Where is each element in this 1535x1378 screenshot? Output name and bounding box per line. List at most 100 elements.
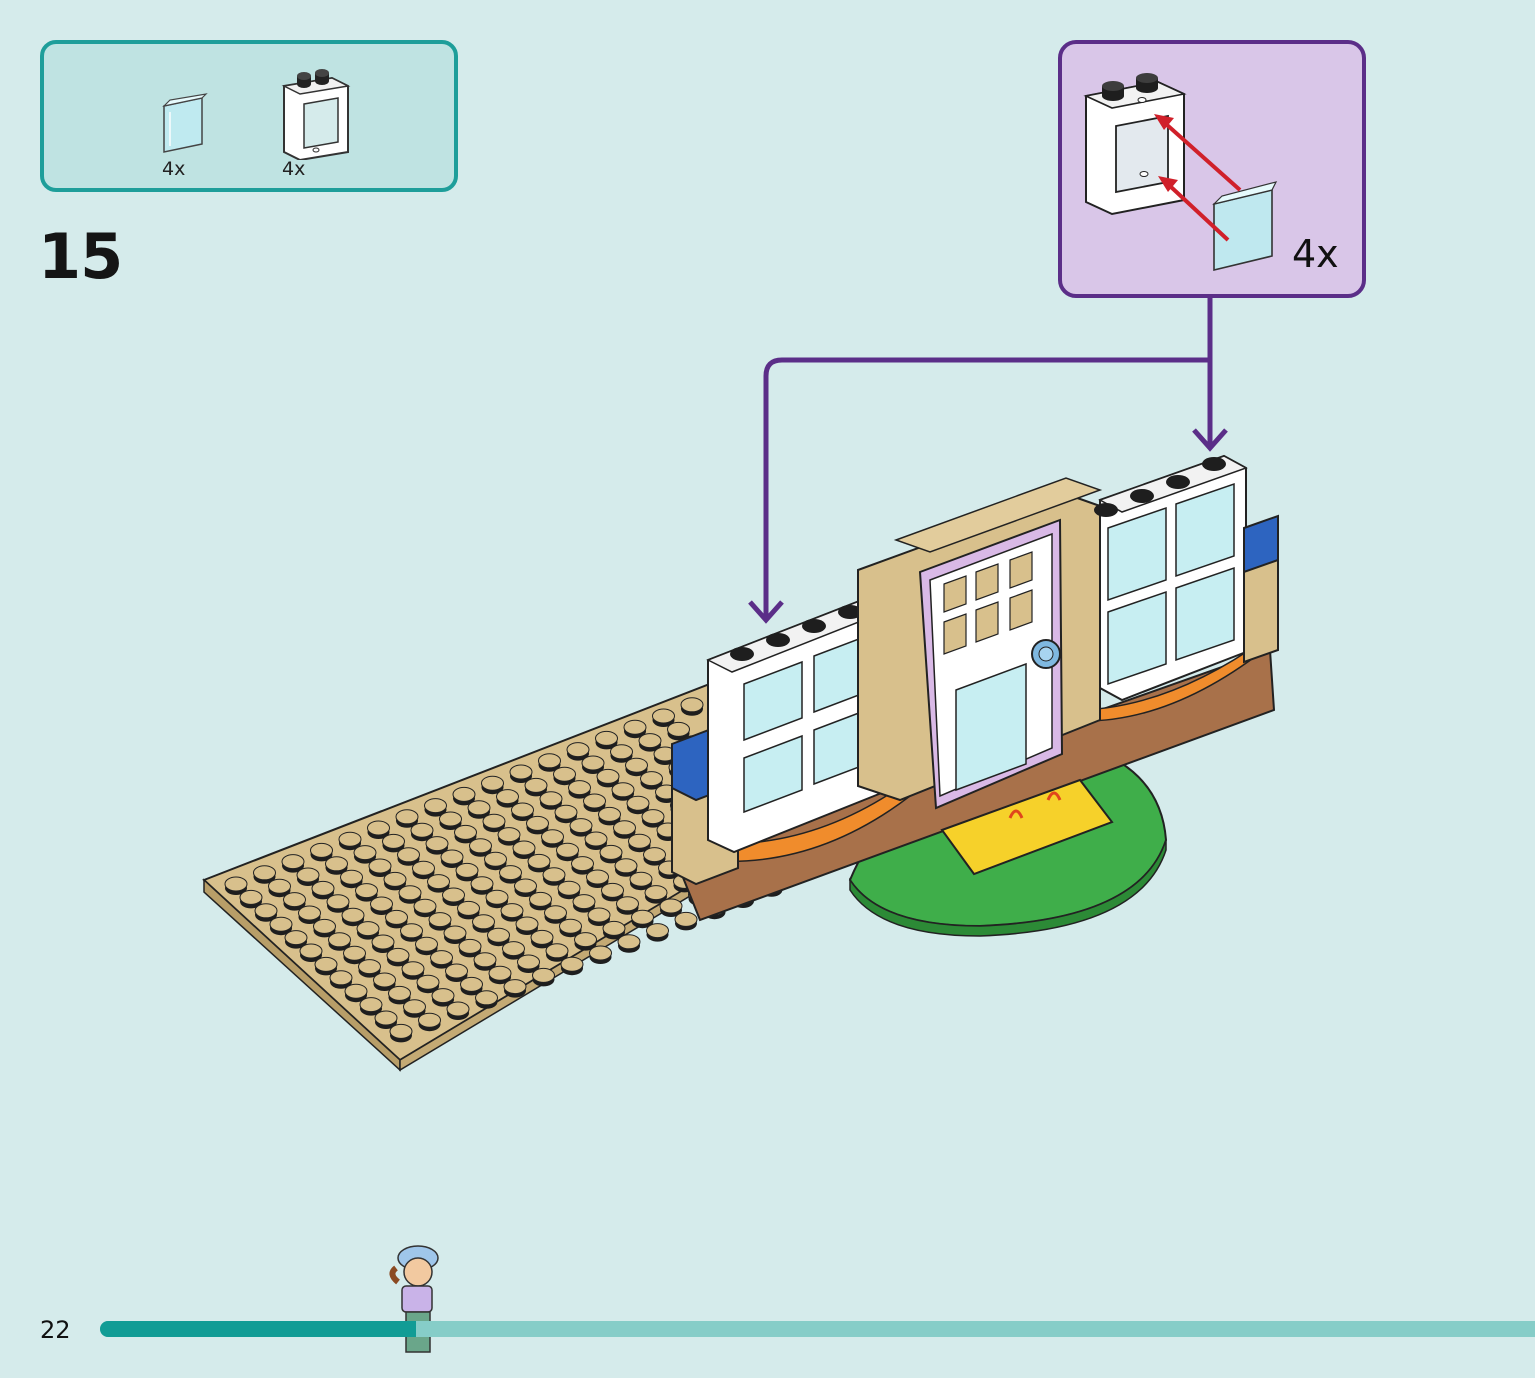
baseplate-stud — [542, 867, 566, 886]
baseplate-stud — [628, 833, 651, 853]
baseplate-stud — [283, 892, 306, 911]
baseplate-stud — [646, 923, 669, 942]
baseplate-stud — [545, 943, 569, 962]
white-window-frame-icon — [281, 69, 351, 160]
baseplate-stud — [440, 849, 464, 868]
baseplate-stud — [583, 793, 606, 812]
baseplate-stud — [329, 970, 353, 989]
callout-arrows — [748, 298, 1228, 624]
baseplate-stud — [553, 766, 576, 786]
baseplate-stud — [544, 905, 567, 924]
window-frame-count: 4x — [282, 158, 306, 180]
baseplate-stud — [353, 845, 377, 864]
baseplate-stud — [425, 836, 449, 855]
baseplate-stud — [614, 858, 638, 877]
baseplate-stud — [370, 896, 393, 915]
baseplate-stud — [527, 853, 551, 873]
baseplate-stud — [313, 918, 336, 938]
baseplate-stud — [601, 882, 624, 902]
baseplate-stud — [616, 896, 639, 915]
baseplate-stud — [299, 943, 323, 962]
baseplate-stud — [368, 858, 392, 877]
baseplate-stud — [599, 844, 623, 864]
baseplate-stud — [395, 809, 419, 828]
baseplate-stud — [344, 983, 368, 1003]
baseplate-stud — [467, 800, 491, 819]
baseplate-stud — [340, 869, 363, 889]
baseplate-stud — [626, 795, 650, 815]
baseplate-stud — [284, 930, 308, 949]
baseplate-stud — [623, 719, 647, 739]
baseplate-stud — [512, 840, 536, 859]
baseplate-stud — [652, 708, 675, 727]
baseplate-stud — [311, 880, 335, 900]
baseplate-stud — [472, 914, 495, 933]
baseplate-stud — [587, 907, 611, 926]
baseplate-stud — [556, 842, 579, 862]
baseplate-stud — [503, 979, 527, 998]
baseplate-stud — [617, 934, 641, 953]
baseplate-stud — [496, 789, 519, 808]
baseplate-stud — [559, 918, 582, 938]
baseplate-stud — [560, 956, 584, 976]
minifigure-progress-marker — [389, 1245, 439, 1353]
sub-assembly-box — [1058, 40, 1366, 298]
baseplate-stud — [416, 974, 440, 994]
baseplate-stud — [532, 967, 555, 987]
baseplate-stud — [458, 938, 482, 958]
baseplate-stud — [389, 1023, 413, 1043]
baseplate-stud — [584, 831, 608, 850]
baseplate-stud — [341, 907, 365, 927]
baseplate-stud — [254, 903, 278, 922]
baseplate-stud — [455, 862, 479, 882]
baseplate-stud — [473, 952, 497, 971]
baseplate-stud — [386, 947, 410, 967]
baseplate-stud — [625, 757, 648, 777]
baseplate-stud — [514, 878, 537, 897]
baseplate-stud — [643, 847, 666, 866]
baseplate-stud — [515, 916, 539, 935]
baseplate-stud — [595, 730, 618, 750]
baseplate-stud — [388, 985, 411, 1005]
baseplate-stud — [641, 809, 665, 828]
baseplate-stud — [371, 934, 395, 953]
baseplate-stud — [383, 871, 407, 891]
baseplate-stud — [611, 782, 635, 801]
baseplate-stud — [400, 923, 423, 942]
baseplate-stud — [398, 885, 422, 904]
baseplate-stud — [382, 833, 405, 853]
baseplate-stud — [613, 820, 636, 839]
baseplate-stud — [268, 878, 291, 898]
baseplate-stud — [596, 768, 620, 788]
baseplate-stud — [602, 920, 626, 940]
parts-list-box: 4x 4x — [40, 40, 458, 192]
baseplate-stud — [358, 959, 381, 978]
baseplate-stud — [499, 865, 522, 884]
baseplate-stud — [326, 894, 350, 913]
progress-bar-fill — [100, 1321, 416, 1337]
baseplate-stud — [413, 898, 437, 918]
baseplate-stud — [403, 999, 426, 1018]
baseplate-stud — [410, 822, 434, 842]
window-frame-with-glass-assembly-icon — [1083, 73, 1278, 272]
step-number: 15 — [38, 220, 123, 293]
baseplate-stud — [439, 811, 462, 830]
baseplate-stud — [355, 883, 378, 902]
baseplate-stud — [374, 1010, 398, 1029]
baseplate-stud — [253, 865, 276, 884]
baseplate-stud — [568, 780, 591, 799]
baseplate-stud — [418, 1012, 441, 1032]
baseplate-stud — [566, 742, 590, 761]
baseplate-stud — [442, 887, 465, 906]
baseplate-stud — [502, 941, 525, 960]
baseplate-stud — [667, 721, 690, 741]
baseplate-stud — [541, 829, 564, 848]
baseplate-stud — [487, 927, 510, 947]
baseplate-stud — [574, 932, 597, 951]
glass-pane-count: 4x — [162, 158, 186, 180]
baseplate-stud — [296, 867, 320, 886]
baseplate-stud — [415, 936, 438, 956]
baseplate-stud — [343, 945, 366, 965]
baseplate-stud — [373, 972, 396, 991]
